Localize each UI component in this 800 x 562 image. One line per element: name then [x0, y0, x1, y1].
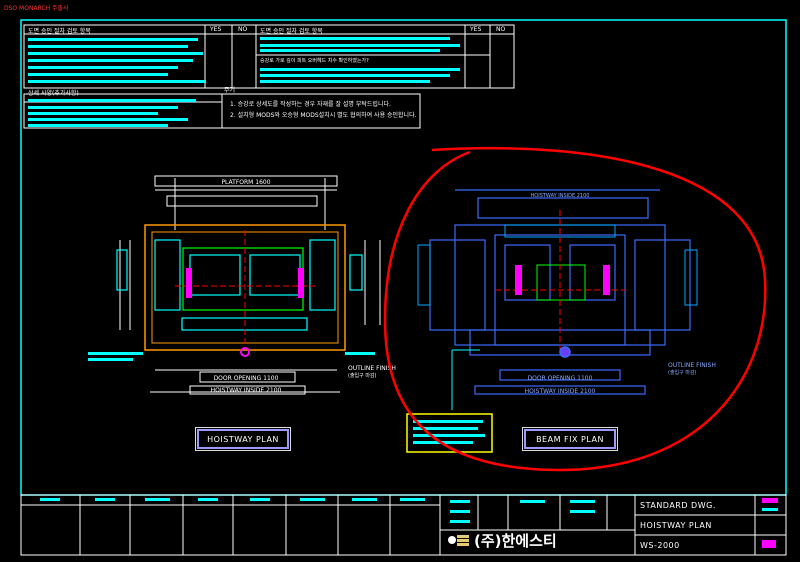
- company-logo: (주)한에스티: [448, 528, 557, 552]
- drawing-frame-outer: [20, 494, 787, 556]
- right-table-heading: 도면 승인 절차 검토 항목: [260, 28, 323, 35]
- beam-fix-plan-title[interactable]: BEAM FIX PLAN: [522, 427, 618, 451]
- title-block-grid: [21, 495, 786, 555]
- note-line-2: 2. 설치형 MODS와 오승형 MODS설치시 별도 협의하여 사용 승인합니…: [230, 112, 417, 119]
- hoistway-plan-title[interactable]: HOISTWAY PLAN: [195, 427, 291, 451]
- beam-outline-finish-sub: (출입구 마감): [668, 369, 697, 376]
- company-mark-icon: [448, 533, 470, 547]
- note-text-bars: [413, 420, 485, 444]
- standard-dwg-label: STANDARD DWG.: [640, 501, 716, 510]
- lower-right-heading: 주기: [224, 87, 236, 94]
- right-no-header: NO: [496, 26, 506, 33]
- right-yes-header: YES: [470, 26, 482, 33]
- beam-hoistway-inside-dim: HOISTWAY INSIDE 2100: [525, 388, 596, 395]
- beam-outline-finish-label: OUTLINE FINISH: [668, 362, 716, 369]
- beam-fix-plan-drawing: HOISTWAY INSIDE 2100 DOOR OPENING 1100 H…: [417, 189, 716, 410]
- header-code: DSO MONARCH 주출사: [4, 5, 69, 12]
- left-table-heading: 도면 승인 절차 검토 항목: [28, 28, 91, 35]
- left-yes-header: YES: [210, 26, 222, 33]
- lower-left-heading: 상세 사양(추가사항): [28, 90, 79, 97]
- hoistway-plan-title-text: HOISTWAY PLAN: [207, 434, 279, 444]
- platform-dim: PLATFORM 1600: [221, 179, 270, 186]
- left-no-header: NO: [238, 26, 248, 33]
- drawing-frame: [20, 19, 787, 496]
- door-opening-dim: DOOR OPENING 1100: [214, 375, 279, 382]
- outline-finish-sub: (출입구 마감): [348, 372, 377, 379]
- note-highlight-box[interactable]: [406, 413, 493, 453]
- company-name: (주)한에스티: [474, 531, 557, 550]
- note-line-1: 1. 승강로 상세도를 작성하는 경우 자재를 잘 설명 부탁드립니다.: [230, 101, 391, 108]
- drawing-number: WS-2000: [640, 541, 680, 550]
- drawing-title: HOISTWAY PLAN: [640, 521, 712, 530]
- table-text-bars: [28, 37, 460, 127]
- beam-fix-plan-title-text: BEAM FIX PLAN: [536, 434, 604, 444]
- hoistway-plan-drawing: PLATFORM 1600 DOOR OPENING 1100 HOISTWAY…: [88, 175, 396, 395]
- beam-door-opening-dim: DOOR OPENING 1100: [528, 375, 593, 382]
- hoistway-inside-dim: HOISTWAY INSIDE 2100: [211, 387, 282, 394]
- outline-finish-label: OUTLINE FINISH: [348, 365, 396, 372]
- red-markup-circle[interactable]: [383, 146, 767, 472]
- title-block-text-bars: [40, 498, 778, 548]
- beam-hoistway-top-dim: HOISTWAY INSIDE 2100: [531, 193, 590, 199]
- right-table-note: 승강로 가로 깊이 피트 오버헤드 치수 확인하였는가?: [260, 58, 369, 64]
